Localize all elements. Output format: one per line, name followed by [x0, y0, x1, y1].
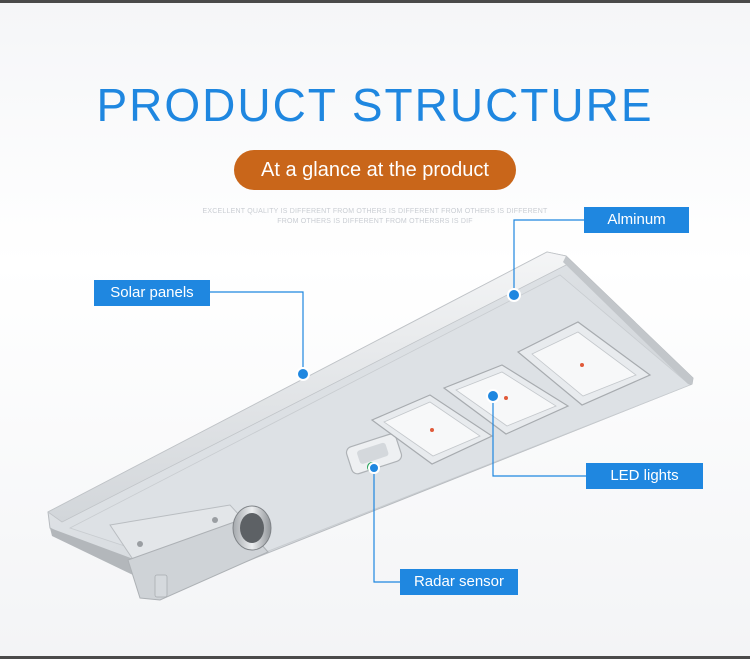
- subtitle-badge: At a glance at the product: [234, 150, 516, 190]
- callout-solar-panels: Solar panels: [94, 280, 210, 306]
- led-module-2: [442, 364, 570, 435]
- callout-dots: [296, 288, 521, 474]
- watermark-text: EXCELLENT QUALITY IS DIFFERENT FROM OTHE…: [180, 207, 570, 227]
- top-border: [0, 0, 750, 3]
- callout-led-lights: LED lights: [586, 463, 703, 489]
- watermark-line-2: FROM OTHERS IS DIFFERENT FROM OTHERSRS I…: [277, 218, 473, 225]
- led-module-1: [370, 394, 494, 465]
- mounting-arm: [109, 504, 272, 601]
- callout-lines: [210, 219, 586, 583]
- led-module-3: [516, 321, 652, 406]
- bottom-border: [0, 656, 750, 659]
- callout-radar-sensor: Radar sensor: [400, 569, 518, 595]
- watermark-line-1: EXCELLENT QUALITY IS DIFFERENT FROM OTHE…: [202, 208, 548, 215]
- callout-aluminum: Alminum: [584, 207, 689, 233]
- page-title: PRODUCT STRUCTURE: [96, 79, 654, 131]
